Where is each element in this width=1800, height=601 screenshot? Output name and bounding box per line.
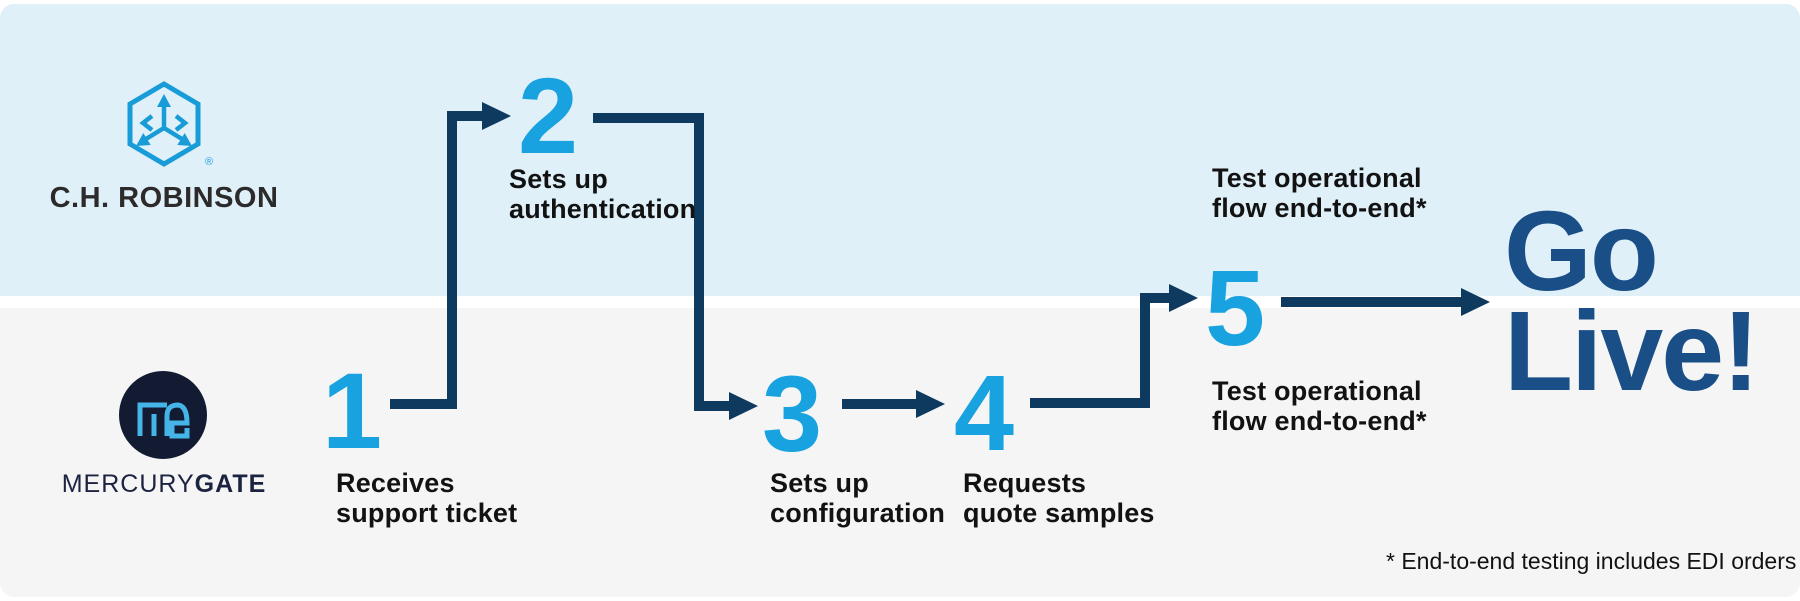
step-5-label-top-line2: flow end-to-end* xyxy=(1212,193,1427,223)
go-live-line1: Go xyxy=(1504,188,1659,314)
step-2-number: 2 xyxy=(518,55,578,176)
step-1-label-line2: support ticket xyxy=(336,498,518,528)
footnote: * End-to-end testing includes EDI orders xyxy=(1386,548,1797,574)
step-5-label-top: Test operational flow end-to-end* xyxy=(1212,163,1427,223)
step-3-label-line2: configuration xyxy=(770,498,946,528)
step-4-label: Requests quote samples xyxy=(963,468,1155,528)
step-2-label-line2: authentication xyxy=(509,194,697,224)
step-5-label-bottom-line1: Test operational xyxy=(1212,376,1422,406)
chrobinson-logo-text: C.H. ROBINSON xyxy=(49,182,279,214)
step-1-label-line1: Receives xyxy=(336,468,455,498)
mercurygate-word-gate: GATE xyxy=(194,470,267,498)
registered-trademark-symbol: ® xyxy=(205,156,214,168)
step-2-label: Sets up authentication xyxy=(509,164,696,224)
mercurygate-logo xyxy=(119,371,207,459)
mercurygate-mg-monogram-icon xyxy=(137,402,190,439)
chrobinson-logo: ® C.H. ROBINSON xyxy=(49,80,279,215)
go-live-title: Go Live! xyxy=(1504,188,1760,414)
mercurygate-lane-background xyxy=(0,308,1800,597)
step-4-label-line2: quote samples xyxy=(963,498,1155,528)
chrobinson-hexagon-icon xyxy=(127,81,201,167)
step-1-number: 1 xyxy=(322,350,382,471)
step-5-label-bottom-line2: flow end-to-end* xyxy=(1212,406,1427,436)
step-3-number: 3 xyxy=(762,353,822,474)
step-5-number: 5 xyxy=(1205,247,1265,368)
step-1-label: Receives support ticket xyxy=(336,468,517,528)
step-5-label-bottom: Test operational flow end-to-end* xyxy=(1212,376,1427,436)
step-5-label-top-line1: Test operational xyxy=(1212,163,1422,193)
step-4-label-line1: Requests xyxy=(963,468,1087,498)
chrobinson-lane-background xyxy=(0,4,1800,296)
step-4-number: 4 xyxy=(954,352,1014,473)
step-2-label-line1: Sets up xyxy=(509,164,608,194)
step-3-label: Sets up configuration xyxy=(770,468,945,528)
mercurygate-logo-text: MERCURYGATE xyxy=(61,470,267,499)
mercurygate-word-mercury: MERCURY xyxy=(61,470,195,498)
step-3-label-line1: Sets up xyxy=(770,468,869,498)
go-live-line2: Live! xyxy=(1504,288,1760,414)
